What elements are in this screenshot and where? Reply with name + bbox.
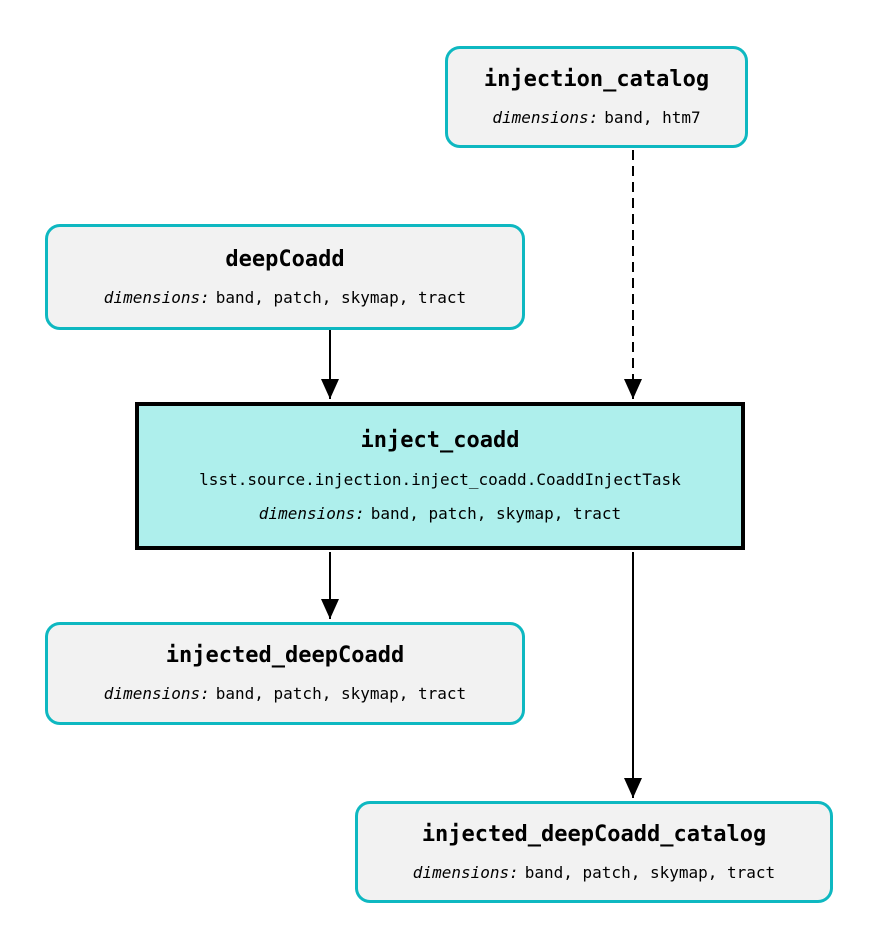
dimensions-value: band, patch, skymap, tract [215, 287, 467, 307]
node-dimensions: dimensions:band, patch, skymap, tract [412, 862, 776, 882]
dimensions-label: dimensions: [492, 107, 599, 127]
node-dimensions: dimensions:band, patch, skymap, tract [104, 685, 466, 703]
dimensions-value: band, patch, skymap, tract [215, 684, 467, 704]
node-dimensions: dimensions:band, patch, skymap, tract [259, 505, 621, 523]
node-inject-coadd-task: inject_coadd lsst.source.injection.injec… [135, 402, 745, 550]
node-title: injected_deepCoadd_catalog [421, 821, 767, 847]
node-title: injected_deepCoadd [165, 643, 405, 669]
dimensions-label: dimensions: [103, 287, 210, 307]
node-title: inject_coadd [360, 428, 520, 454]
dimensions-value: band, patch, skymap, tract [524, 862, 776, 882]
task-class-path: lsst.source.injection.inject_coadd.Coadd… [199, 469, 681, 489]
dimensions-label: dimensions: [412, 862, 519, 882]
dimensions-label: dimensions: [258, 504, 365, 524]
node-dimensions: dimensions:band, patch, skymap, tract [103, 287, 467, 307]
dimensions-value: band, htm7 [604, 107, 701, 127]
node-title: deepCoadd [225, 246, 345, 272]
node-deepCoadd: deepCoadd dimensions:band, patch, skymap… [45, 224, 525, 330]
dimensions-value: band, patch, skymap, tract [370, 504, 622, 524]
dimensions-label: dimensions: [103, 684, 210, 704]
node-injected-deepCoadd-catalog: injected_deepCoadd_catalog dimensions:ba… [355, 801, 833, 903]
node-injected-deepCoadd: injected_deepCoadd dimensions:band, patc… [45, 622, 525, 725]
node-dimensions: dimensions:band, htm7 [492, 107, 701, 127]
node-injection-catalog: injection_catalog dimensions:band, htm7 [445, 46, 748, 148]
node-title: injection_catalog [483, 66, 710, 92]
